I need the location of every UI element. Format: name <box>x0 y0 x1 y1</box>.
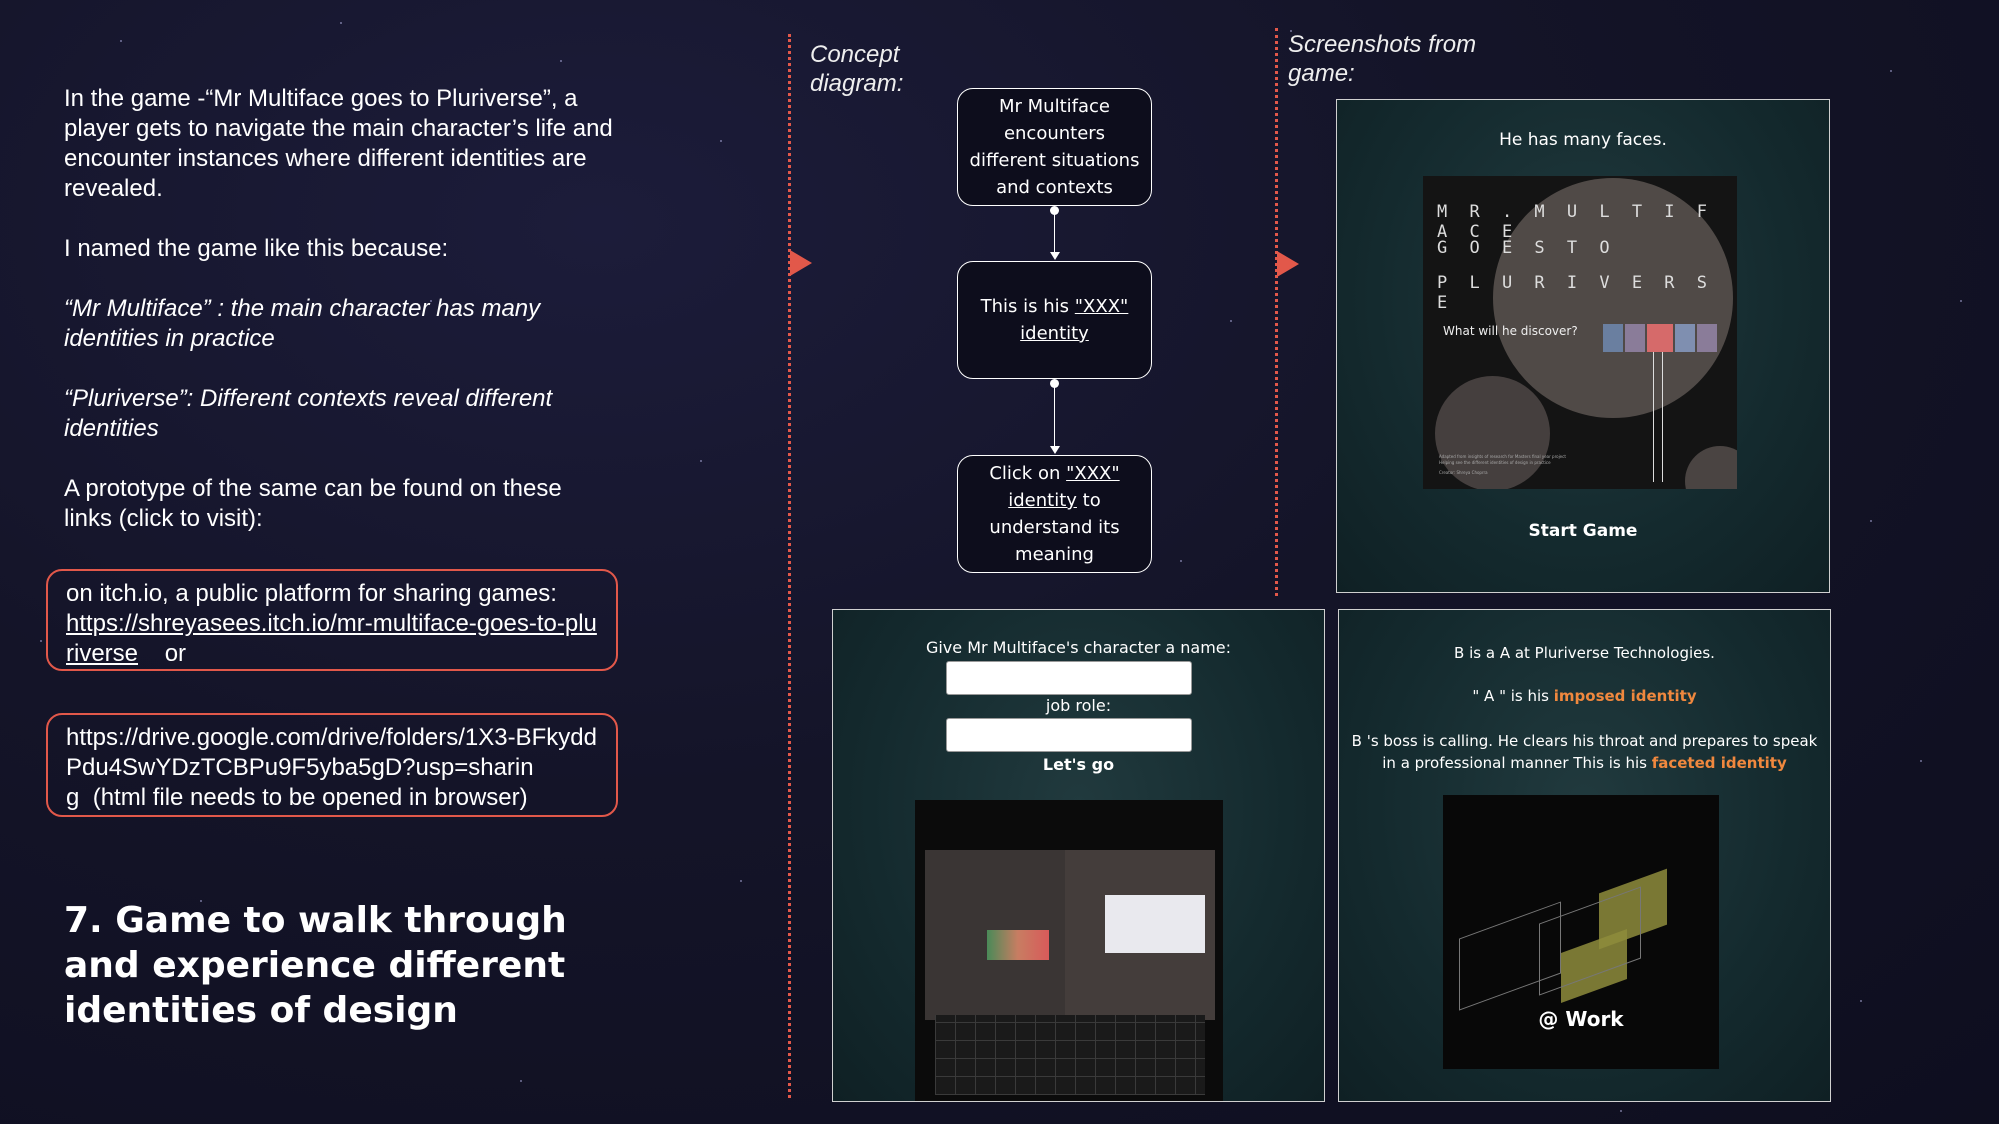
story-line: B is a A at Pluriverse Technologies. <box>1454 644 1715 662</box>
drive-link-box: https://drive.google.com/drive/folders/1… <box>46 713 618 817</box>
itch-prefix: on itch.io, a public platform for sharin… <box>66 580 557 607</box>
section-heading: 7. Game to walk through and experience d… <box>64 900 567 1031</box>
concept-node-identity: This is his "XXX" identity <box>957 261 1152 379</box>
poster-title-line: P L U R I V E R S E <box>1437 273 1713 313</box>
screenshot-title: He has many faces. M R . M U L T I F A C… <box>1336 99 1830 593</box>
concept-label: Concept diagram: <box>810 41 904 97</box>
connector-line <box>1054 214 1055 254</box>
role-label: job role: <box>1045 696 1112 715</box>
start-game-button[interactable]: Start Game <box>1528 521 1638 541</box>
concept-node-click: Click on "XXX" identity to understand it… <box>957 455 1152 573</box>
drive-note: (html file needs to be opened in browser… <box>92 784 528 811</box>
game-poster: M R . M U L T I F A C E G O E S T O P L … <box>1423 176 1737 489</box>
node-text: Click on <box>989 463 1067 484</box>
screenshot-naming: Give Mr Multiface's character a name: jo… <box>832 609 1325 1102</box>
story-line: " A " is his imposed identity <box>1339 687 1830 705</box>
separator-right <box>1275 28 1278 596</box>
arrow-marker-left <box>790 250 812 276</box>
itch-link[interactable]: https://shreyasees.itch.io/mr-multiface-… <box>66 610 597 667</box>
role-input[interactable] <box>946 718 1192 752</box>
poster-title-line: G O E S T O <box>1437 238 1616 258</box>
identity-link[interactable]: "XXX" identity <box>1020 296 1129 344</box>
itch-or: or <box>164 640 187 667</box>
screenshots-label: Screenshots from game: <box>1288 31 1477 87</box>
lets-go-button[interactable]: Let's go <box>1042 755 1115 774</box>
node-text: This is his <box>980 296 1075 317</box>
work-label: @ Work <box>1538 1007 1624 1031</box>
shot1-caption: He has many faces. <box>1499 130 1667 150</box>
room-illustration <box>915 800 1223 1101</box>
drive-link[interactable]: https://drive.google.com/drive/folders/1… <box>66 724 597 811</box>
name-label: Give Mr Multiface's character a name: <box>925 638 1232 657</box>
poster-title-line: M R . M U L T I F A C E <box>1437 202 1713 242</box>
poster-credit: Creator: Shreya Choprra <box>1439 470 1488 475</box>
connector-dot <box>1050 379 1059 388</box>
poster-question: What will he discover? <box>1443 324 1578 338</box>
story-text: B 's boss is calling. He clears his thro… <box>1351 732 1818 772</box>
intro-paragraph: A prototype of the same can be found on … <box>64 475 562 532</box>
identity-link[interactable]: "XXX" identity <box>1008 463 1120 511</box>
story-text: " A " is his <box>1472 687 1554 705</box>
intro-paragraph: I named the game like this because: <box>64 235 449 262</box>
connector-dot <box>1050 206 1059 215</box>
intro-paragraph: In the game -“Mr Multiface goes to Pluri… <box>64 85 613 202</box>
name-input[interactable] <box>946 661 1192 695</box>
intro-paragraph: “Pluriverse”: Different contexts reveal … <box>64 385 553 442</box>
concept-node-situations: Mr Multiface encounters different situat… <box>957 88 1152 206</box>
faceted-identity-link[interactable]: faceted identity <box>1651 754 1787 772</box>
node-text: to understand its meaning <box>989 490 1120 565</box>
screenshot-identity: B is a A at Pluriverse Technologies. " A… <box>1338 609 1831 1102</box>
work-illustration: @ Work <box>1443 795 1719 1069</box>
story-line: B 's boss is calling. He clears his thro… <box>1339 730 1830 774</box>
separator-left <box>788 34 791 1098</box>
itch-link-box: on itch.io, a public platform for sharin… <box>46 569 618 671</box>
poster-credit: Helping see the different identities of … <box>1439 460 1551 465</box>
poster-credit: Adapted from insights of research for Ma… <box>1439 454 1566 459</box>
imposed-identity-link[interactable]: imposed identity <box>1553 687 1697 705</box>
node-text: Mr Multiface encounters different situat… <box>969 96 1140 198</box>
connector-line <box>1054 387 1055 447</box>
connector-arrow <box>1050 252 1060 260</box>
intro-paragraph: “Mr Multiface” : the main character has … <box>64 295 541 352</box>
arrow-marker-right <box>1277 251 1299 277</box>
connector-arrow <box>1050 446 1060 454</box>
intro-text: In the game -“Mr Multiface goes to Pluri… <box>64 84 624 534</box>
character-figure <box>1653 352 1663 482</box>
